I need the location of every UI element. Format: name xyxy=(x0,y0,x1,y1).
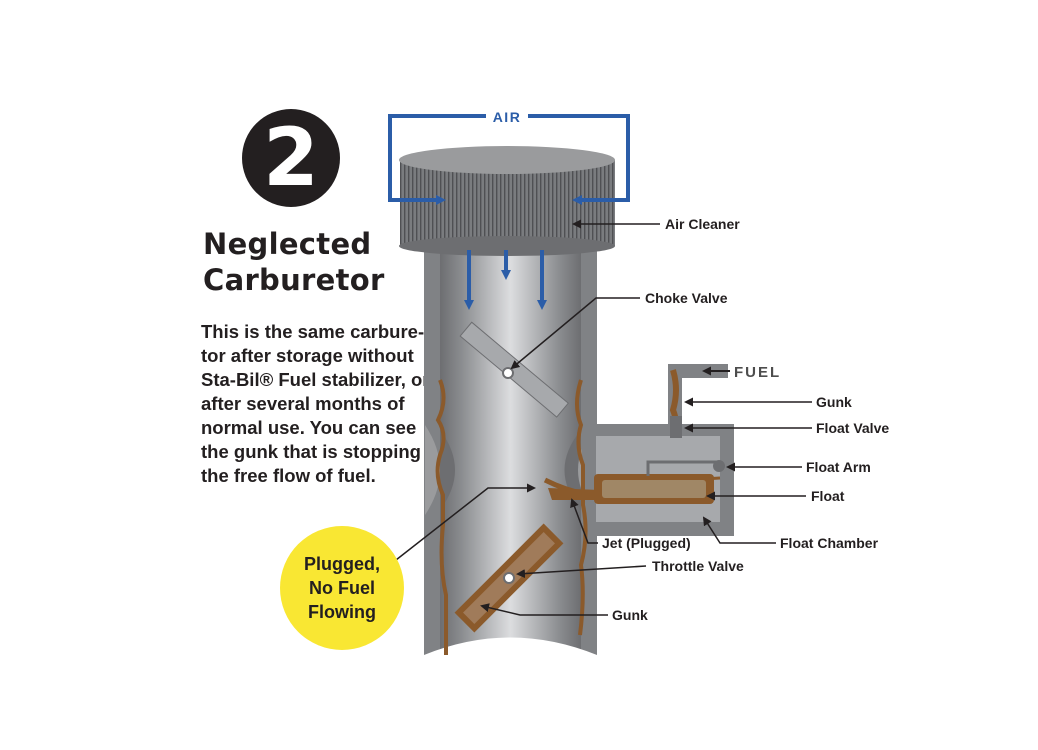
title-line-1: Neglected xyxy=(203,227,372,261)
label-gunk-top: Gunk xyxy=(816,394,852,410)
step-number-badge: 2 xyxy=(242,109,340,207)
callout-line: No Fuel xyxy=(309,578,375,598)
leader-lines xyxy=(395,219,812,616)
label-float-chamber: Float Chamber xyxy=(780,535,879,551)
jet xyxy=(548,488,600,500)
title-line-2: Carburetor xyxy=(203,263,385,297)
description-line: after several months of xyxy=(201,393,405,414)
plugged-callout: Plugged, No Fuel Flowing xyxy=(280,526,404,650)
callout-line: Plugged, xyxy=(304,554,380,574)
float-inner xyxy=(602,480,706,498)
label-choke-valve: Choke Valve xyxy=(645,290,728,306)
description-line: Sta-Bil® Fuel stabilizer, or xyxy=(201,369,430,390)
description-line: the free flow of fuel. xyxy=(201,465,376,486)
air-label: AIR xyxy=(493,109,522,125)
air-cleaner xyxy=(399,146,615,256)
air-label-bg xyxy=(486,108,528,124)
label-float-valve: Float Valve xyxy=(816,420,889,436)
float-arm-pivot xyxy=(713,460,725,472)
label-float: Float xyxy=(811,488,845,504)
page-title: Neglected Carburetor xyxy=(203,226,393,298)
float-arm xyxy=(646,460,718,476)
fuel-label: FUEL xyxy=(734,364,781,381)
description-line: the gunk that is stopping xyxy=(201,441,421,462)
label-air-cleaner: Air Cleaner xyxy=(665,216,740,232)
float-valve xyxy=(670,416,682,438)
description-text: This is the same carbure- tor after stor… xyxy=(201,320,430,488)
label-throttle-valve: Throttle Valve xyxy=(652,558,744,574)
label-jet: Jet (Plugged) xyxy=(602,535,691,551)
label-float-arm: Float Arm xyxy=(806,459,871,475)
description-line: normal use. You can see xyxy=(201,417,417,438)
description-line: tor after storage without xyxy=(201,345,414,366)
description-line: This is the same carbure- xyxy=(201,321,425,342)
label-gunk-bottom: Gunk xyxy=(612,607,648,623)
callout-line: Flowing xyxy=(308,602,376,622)
carburetor-body xyxy=(424,240,734,655)
